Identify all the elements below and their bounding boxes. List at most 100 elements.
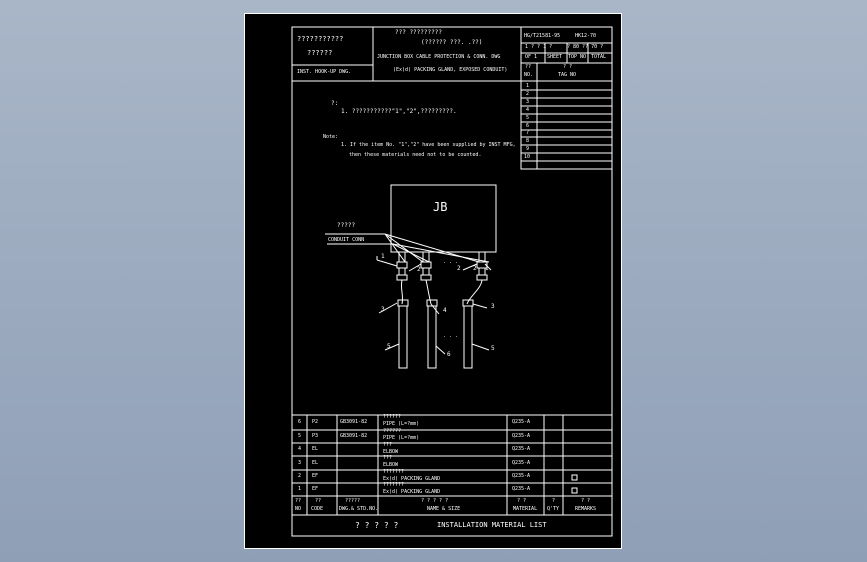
ellipsis-upper: . . . <box>443 259 459 265</box>
material-row-name-cn: ??? <box>383 442 393 448</box>
material-row-name-cn: ??? <box>383 455 393 461</box>
header-code-en: CODE <box>311 506 324 512</box>
material-row-std: GB3091-82 <box>340 433 368 439</box>
rev-header-tag-cn: ? ? <box>563 64 573 70</box>
rev-row-number: 1 <box>526 83 530 89</box>
material-row-name-cn: ??????? <box>383 469 405 475</box>
header-name-en: NAME & SIZE <box>427 506 461 512</box>
material-row-code: EL <box>312 446 319 452</box>
header-no-en: NO <box>295 506 302 512</box>
pipe-middle <box>427 305 437 369</box>
material-row-code: EL <box>312 460 319 466</box>
header-name-cn: ? ? ? ? ? <box>421 498 449 504</box>
callout-1: 1 <box>381 253 385 260</box>
material-row-name-en: PIPE (L=?mm) <box>383 435 420 441</box>
material-row-std: GB3091-82 <box>340 419 368 425</box>
material-row-name-en: Ex(d) PACKING GLAND <box>383 476 441 482</box>
header-remarks-cn: ? ? <box>581 498 591 504</box>
title-left-line1: ??????????? <box>297 35 344 43</box>
note-en-label: Note: <box>323 134 339 140</box>
callout-1: 1 <box>485 265 489 272</box>
header-remarks-en: REMARKS <box>575 506 597 512</box>
drawing-sheet: ??????????? ?????? INST. HOOK-UP DWG. ??… <box>244 13 622 549</box>
material-row-material: Q235-A <box>512 446 531 452</box>
header-qty-cn: ? <box>552 498 556 504</box>
title-left-line2: ?????? <box>307 49 333 57</box>
material-row-name-en: ELBOW <box>383 462 399 468</box>
sheet-label-of: OF 1 <box>525 54 538 60</box>
rev-row-number: 9 <box>526 146 530 152</box>
rev-row-number: 2 <box>526 91 530 97</box>
rev-header-no-en: NO. <box>524 72 534 78</box>
rev-row-number: 8 <box>526 138 530 144</box>
material-row-code: EF <box>312 473 319 479</box>
rev-row-number: 5 <box>526 115 530 121</box>
note-cn-line: 1. ???????????"1","2",?????????. <box>341 108 457 115</box>
note-en-line2: then these materials need not to be coun… <box>349 152 482 158</box>
title-left-line3: INST. HOOK-UP DWG. <box>297 69 352 75</box>
header-no-cn: ?? <box>295 498 302 504</box>
material-row-material: Q235-A <box>512 486 531 492</box>
material-row-code: EF <box>312 486 319 492</box>
material-row-no: 2 <box>298 473 302 479</box>
inner-border <box>291 26 613 537</box>
material-row-material: Q235-A <box>512 419 531 425</box>
material-row-name-en: PIPE (L=?mm) <box>383 421 420 427</box>
rev-row-number: 7 <box>526 130 530 136</box>
material-row-name-cn: ?????? <box>383 428 402 434</box>
junction-box <box>390 184 497 253</box>
callout-2: 2 <box>473 265 477 272</box>
material-row-no: 1 <box>298 486 302 492</box>
rev-row-number: 10 <box>524 154 531 160</box>
material-row-material: Q235-A <box>512 433 531 439</box>
callout-2: 2 <box>417 266 421 273</box>
material-row-code: P3 <box>312 433 319 439</box>
drawing-code2: HK12-70 <box>575 33 597 39</box>
note-cn-label: ?: <box>331 100 339 107</box>
conduit-label-cn: ????? <box>337 222 356 229</box>
material-row-name-cn: ??????? <box>383 482 405 488</box>
sheet-top2: ? 80 ?? 70 ? <box>567 44 604 50</box>
material-list-title-cn: ? ? ? ? ? <box>355 521 399 530</box>
header-std-en: DWG.& STD.NO. <box>339 506 379 512</box>
material-row-no: 4 <box>298 446 302 452</box>
callout-4: 4 <box>443 307 447 314</box>
material-list-title-en: INSTALLATION MATERIAL LIST <box>437 521 547 529</box>
callout-3: 3 <box>491 303 495 310</box>
title-center-line1: ??? ????????? <box>395 29 442 36</box>
sheet-label-total: TOTAL <box>591 54 607 60</box>
pipe-left <box>398 305 408 369</box>
revision-table-frame <box>520 62 613 170</box>
sheet-label-sheet: SHEET <box>547 54 563 60</box>
material-row-name-en: ELBOW <box>383 449 399 455</box>
drawing-code: HG/T21581-95 <box>524 33 561 39</box>
rev-row-number: 6 <box>526 123 530 129</box>
rev-row-number: 4 <box>526 107 530 113</box>
drawing-linework <box>291 26 613 537</box>
material-row-material: Q235-A <box>512 460 531 466</box>
pipe-right <box>463 305 473 369</box>
title-center-line4: (Ex)d) PACKING GLAND, EXPOSED CONDUIT) <box>393 67 508 73</box>
material-row-no: 3 <box>298 460 302 466</box>
callout-3: 3 <box>381 306 385 313</box>
material-row-material: Q235-A <box>512 473 531 479</box>
callout-5: 5 <box>491 345 495 352</box>
material-row-name-cn: ?????? <box>383 414 402 420</box>
note-en-line1: 1. If the item No. "1","2" have been sup… <box>341 142 516 148</box>
header-qty-en: Q'TY <box>547 506 560 512</box>
rev-header-no-cn: ?? <box>525 64 532 70</box>
callout-6: 6 <box>447 351 451 358</box>
title-center-line2: (?????? ???. .??) <box>421 39 483 46</box>
header-std-cn: ????? <box>345 498 361 504</box>
header-material-en: MATERIAL <box>513 506 538 512</box>
material-row-code: P2 <box>312 419 319 425</box>
rev-row-number: 3 <box>526 99 530 105</box>
material-row-name-en: Ex(d) PACKING GLAND <box>383 489 441 495</box>
rev-header-tag-en: TAG NO <box>558 72 577 78</box>
material-row-no: 5 <box>298 433 302 439</box>
sheet-top: 1 ? ? 1 ? <box>525 44 553 50</box>
ellipsis-lower: . . . <box>443 333 459 339</box>
callout-5: 5 <box>387 343 391 350</box>
title-center-line3: JUNCTION BOX CABLE PROTECTION & CONN. DW… <box>377 54 501 60</box>
junction-box-label: JB <box>433 200 448 214</box>
